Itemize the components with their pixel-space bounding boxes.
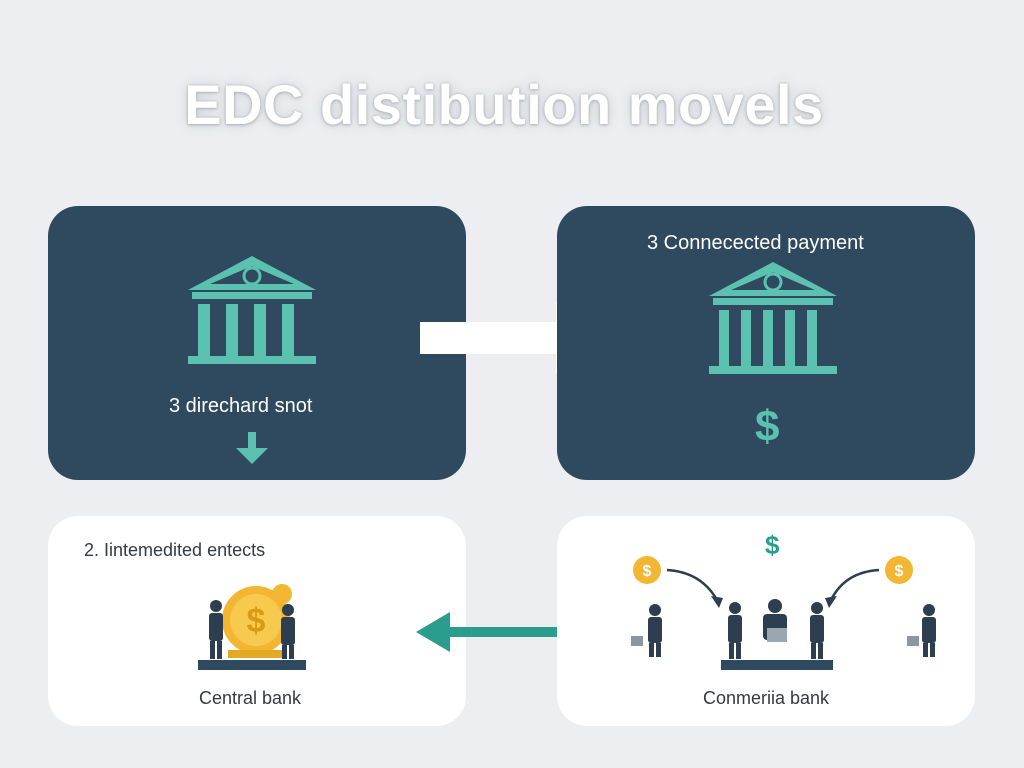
dollar-icon: $ (755, 402, 780, 451)
panel-label: 3 Connecected payment (647, 232, 864, 254)
handshake-coin-icon: $ (198, 584, 306, 670)
panel-caption: Central bank (199, 688, 302, 708)
panel-intermediated: 2. Iintemedited entects $ Central bank (48, 516, 466, 726)
panel-label: 3 direchard snot (169, 395, 313, 417)
page-title: EDC distibution movels (184, 73, 824, 136)
panel-heading: 2. Iintemedited entects (84, 540, 266, 560)
svg-text:$: $ (247, 602, 266, 640)
bank-building-icon (188, 256, 316, 364)
svg-text:$: $ (895, 563, 904, 580)
panel-caption: Conmeriia bank (703, 688, 830, 708)
arrow-down-icon (236, 432, 268, 464)
bank-building-icon (709, 262, 837, 374)
dollar-icon: $ (765, 530, 780, 560)
panel-direct-model: 3 direchard snot (48, 206, 466, 480)
svg-text:$: $ (643, 563, 652, 580)
commercial-bank-scene-icon: $ $ (631, 556, 936, 670)
panel-commercial-bank: $ $ $ Conmeriia b (557, 516, 975, 726)
panel-connected-payment: 3 Connecected payment $ (557, 206, 975, 480)
